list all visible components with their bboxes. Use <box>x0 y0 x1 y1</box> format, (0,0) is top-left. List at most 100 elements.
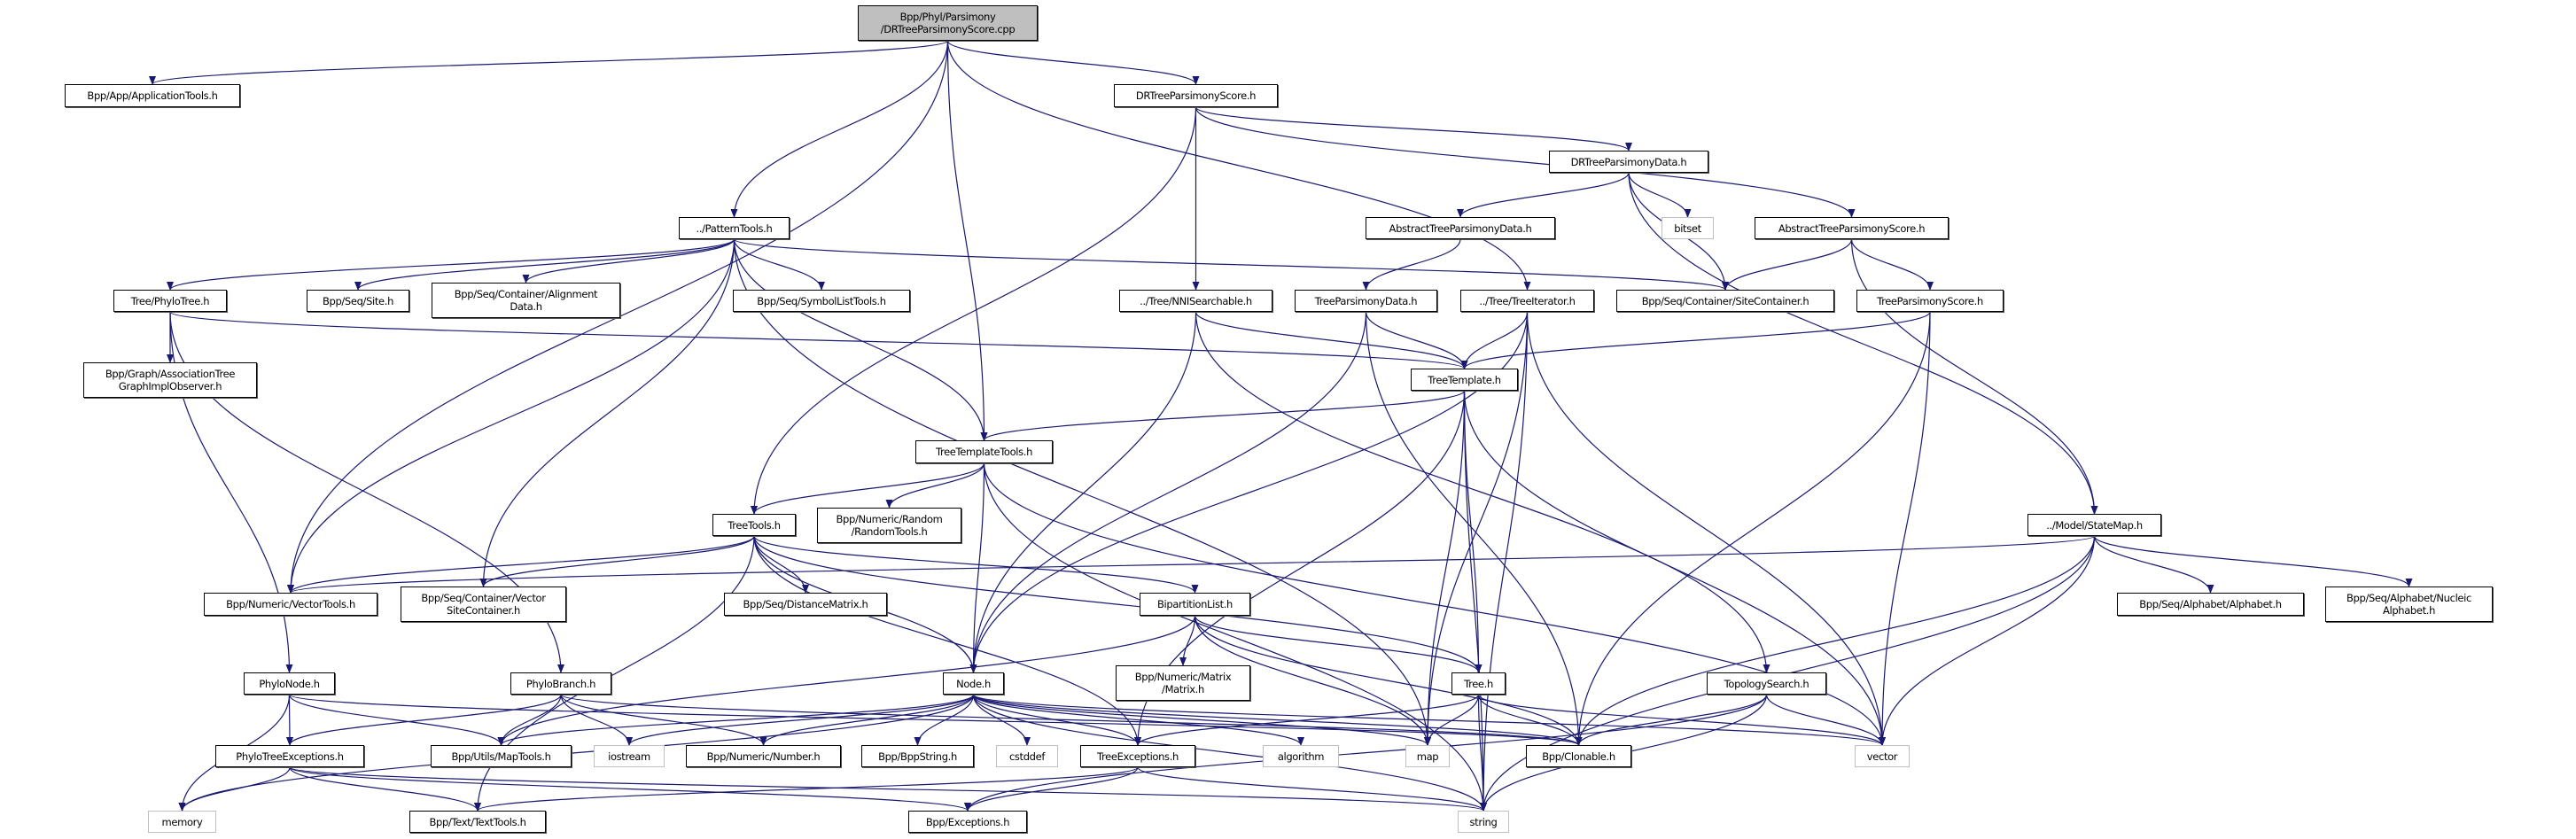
node-ttools[interactable]: TreeTemplateTools.h <box>915 440 1053 463</box>
edge-phylonode-to-ptexc <box>285 694 293 746</box>
node-node[interactable]: Node.h <box>943 672 1004 695</box>
node-tree[interactable]: Tree.h <box>1451 672 1506 695</box>
edge-texc-to-exceptions <box>964 766 1139 812</box>
node-phylobranch[interactable]: PhyloBranch.h <box>510 672 611 695</box>
node-sitecont[interactable]: Bpp/Seq/Container/SiteContainer.h <box>1616 290 1834 312</box>
node-label: bitset <box>1674 221 1701 235</box>
edge-drdata-to-absdata <box>1457 172 1630 218</box>
edge-nni-to-treetemplate <box>1195 311 1468 369</box>
node-treeiter[interactable]: ../Tree/TreeIterator.h <box>1460 290 1594 312</box>
edge-phylobranch-to-clonable <box>560 694 1583 746</box>
node-label: ../Model/StateMap.h <box>2046 518 2143 532</box>
edge-pattern-to-aligndata <box>522 238 735 284</box>
node-number[interactable]: Bpp/Numeric/Number.h <box>686 745 841 767</box>
node-random[interactable]: Bpp/Numeric/Random/RandomTools.h <box>817 508 961 543</box>
edge-tree-to-clonable <box>1477 694 1583 746</box>
edge-bipart-to-clonable <box>1194 615 1583 746</box>
node-label: Bpp/Numeric/VectorTools.h <box>226 598 355 610</box>
node-label: BipartitionList.h <box>1157 598 1233 610</box>
node-label: Bpp/Utils/MapTools.h <box>451 750 551 763</box>
edge-node-to-cstddef <box>972 694 1031 746</box>
node-label: Alphabet.h <box>2382 604 2436 617</box>
node-label: Node.h <box>956 677 991 690</box>
edge-ptexc-to-string <box>289 766 1487 812</box>
node-label: GraphImplObserver.h <box>118 380 222 392</box>
node-label: Bpp/Text/TextTools.h <box>429 815 526 828</box>
node-distmat[interactable]: Bpp/Seq/DistanceMatrix.h <box>724 593 887 616</box>
edge-tpdata-to-clonable <box>1365 311 1583 746</box>
node-label: AbstractTreeParsimonyData.h <box>1389 221 1532 235</box>
edge-texc-to-texttools <box>474 766 1139 812</box>
node-drscore[interactable]: DRTreeParsimonyScore.h <box>1114 84 1278 107</box>
node-label: /Matrix.h <box>1162 683 1204 695</box>
edge-statemap-to-nucleic <box>2093 535 2413 587</box>
edge-treeiter-to-string <box>1480 311 1529 812</box>
node-alphabet[interactable]: Bpp/Seq/Alphabet/Alphabet.h <box>2117 593 2304 616</box>
edge-root-to-pattern <box>730 40 949 218</box>
node-label: Bpp/Seq/Container/Alignment <box>454 288 598 300</box>
edge-treeiter-to-treetemplate <box>1460 311 1529 369</box>
edge-nni-to-topo <box>1195 311 1771 673</box>
node-phylotree[interactable]: Tree/PhyloTree.h <box>113 290 227 312</box>
node-label: Bpp/Seq/SymbolListTools.h <box>757 294 886 307</box>
edge-node-to-memory <box>178 694 975 812</box>
edge-topo-to-clonable <box>1575 694 1768 746</box>
node-matrix[interactable]: Bpp/Numeric/Matrix/Matrix.h <box>1116 665 1250 701</box>
edge-ptexc-to-memory <box>178 766 291 812</box>
node-label: Bpp/Phyl/Parsimony <box>899 11 996 23</box>
node-label: TreeTemplate.h <box>1428 373 1501 386</box>
node-bipart[interactable]: BipartitionList.h <box>1140 593 1250 616</box>
edge-absscore-to-sitecont <box>1722 238 1853 291</box>
node-clonable[interactable]: Bpp/Clonable.h <box>1526 745 1631 767</box>
node-label: TopologySearch.h <box>1724 677 1809 690</box>
node-treetools[interactable]: TreeTools.h <box>712 514 796 536</box>
node-bppstring[interactable]: Bpp/BppString.h <box>861 745 974 767</box>
edge-drscore-to-absscore <box>1195 106 1856 218</box>
edge-treetemplate-to-string <box>1463 390 1487 812</box>
node-apptools[interactable]: Bpp/App/ApplicationTools.h <box>65 84 240 107</box>
node-ptexc[interactable]: PhyloTreeExceptions.h <box>215 745 364 767</box>
node-vectortools[interactable]: Bpp/Numeric/VectorTools.h <box>204 593 377 616</box>
node-pattern[interactable]: ../PatternTools.h <box>679 217 790 239</box>
node-label: Bpp/Seq/Alphabet/Alphabet.h <box>2139 598 2282 610</box>
node-absscore[interactable]: AbstractTreeParsimonyScore.h <box>1755 217 1949 239</box>
node-exceptions[interactable]: Bpp/Exceptions.h <box>908 811 1027 833</box>
node-site[interactable]: Bpp/Seq/Site.h <box>307 290 409 312</box>
edge-tree-to-map <box>1424 694 1480 746</box>
node-label: Bpp/BppString.h <box>878 750 957 763</box>
edge-treetools-to-distmat <box>753 535 809 594</box>
node-nni[interactable]: ../Tree/NNISearchable.h <box>1119 290 1272 312</box>
node-texc[interactable]: TreeExceptions.h <box>1080 745 1195 767</box>
node-label: AbstractTreeParsimonyScore.h <box>1778 221 1926 235</box>
edge-root-to-ttools <box>946 40 988 441</box>
edge-drscore-to-treetools <box>751 106 1197 515</box>
node-texttools[interactable]: Bpp/Text/TextTools.h <box>409 811 546 833</box>
node-symbol[interactable]: Bpp/Seq/SymbolListTools.h <box>733 290 910 312</box>
edge-node-to-clonable <box>972 694 1583 746</box>
edge-topo-to-vector <box>1765 694 1886 746</box>
node-treetemplate[interactable]: TreeTemplate.h <box>1411 369 1518 391</box>
edge-bipart-to-tree <box>1194 615 1483 673</box>
node-tpdata[interactable]: TreeParsimonyData.h <box>1295 290 1437 312</box>
node-root: Bpp/Phyl/Parsimony/DRTreeParsimonyScore.… <box>858 5 1038 41</box>
node-maptools[interactable]: Bpp/Utils/MapTools.h <box>431 745 572 767</box>
edge-drdata-to-statemap <box>1628 172 2098 515</box>
node-label: algorithm <box>1277 750 1325 763</box>
node-label: Bpp/Numeric/Matrix <box>1134 671 1232 683</box>
node-label: iostream <box>608 750 650 763</box>
node-topo[interactable]: TopologySearch.h <box>1707 672 1826 695</box>
edge-treetemplate-to-map <box>1424 390 1466 746</box>
node-tpscore[interactable]: TreeParsimonyScore.h <box>1856 290 2004 312</box>
node-label: Bpp/Numeric/Number.h <box>706 750 821 763</box>
node-statemap[interactable]: ../Model/StateMap.h <box>2027 514 2161 536</box>
node-label: Bpp/Exceptions.h <box>925 815 1010 828</box>
node-absdata[interactable]: AbstractTreeParsimonyData.h <box>1366 217 1555 239</box>
node-phylonode[interactable]: PhyloNode.h <box>244 672 335 695</box>
edge-phylobranch-to-maptools <box>497 694 562 746</box>
node-drdata[interactable]: DRTreeParsimonyData.h <box>1549 151 1708 173</box>
